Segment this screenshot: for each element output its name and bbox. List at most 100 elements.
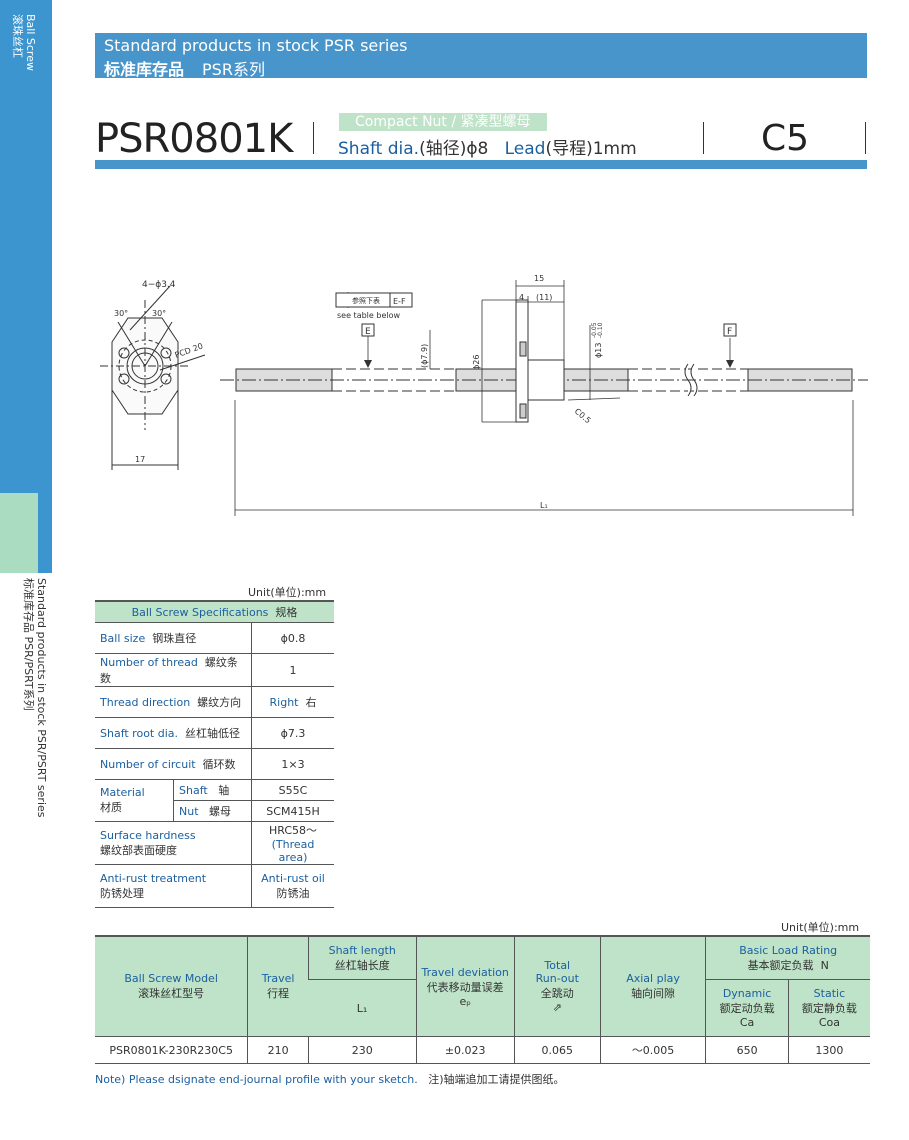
header-travel-cn: 行程 <box>267 987 290 1000</box>
screw-shaft <box>220 363 868 397</box>
header-runout-cn: 全跳动 <box>540 987 574 1000</box>
cell-deviation: ±0.023 <box>415 1036 515 1064</box>
header-dev-cn: 代表移动量误差 <box>426 980 504 994</box>
material-label-cn: 材质 <box>100 801 122 814</box>
spec-header-cn: 规格 <box>275 606 298 619</box>
material-nut-en: Nut <box>179 805 199 818</box>
sidebar-series-cn: 标准库存品 PSR/PSRT系列 <box>22 578 35 711</box>
dim-15: 15 <box>534 274 544 283</box>
hardness-value-2: (Thread area) <box>271 838 315 864</box>
hardness-label-cn: 螺纹部表面硬度 <box>100 843 177 857</box>
header-l1: L₁ <box>308 979 417 1037</box>
header-shaft-length-en: Shaft length <box>328 943 396 957</box>
see-table-label: see table below <box>337 311 400 320</box>
material-shaft-value: S55C <box>251 779 334 801</box>
header-stat-cn: 额定静负载 <box>801 1002 857 1015</box>
table-row: Ball size 钢珠直径 ϕ0.8 <box>95 622 334 654</box>
header-axial-en: Axial play <box>626 972 680 985</box>
marker-e-box <box>361 323 375 337</box>
runout-icon: ⇗ <box>552 1001 562 1014</box>
header-model-cn: 滚珠丝杠型号 <box>138 987 205 1000</box>
tol-upper: -0.05 <box>591 322 598 338</box>
header-model-en: Ball Screw Model <box>124 972 218 985</box>
material-nut-cn: 螺母 <box>209 805 232 818</box>
shaft-cn: (轴径) <box>419 139 467 159</box>
sidebar-green-band <box>0 493 38 573</box>
spec-label-cn: 循环数 <box>202 758 236 771</box>
marker-e-arrow <box>364 360 372 368</box>
spec-label: Thread direction 螺纹方向 <box>95 686 252 718</box>
table-row: Nut 螺母 SCM415H <box>95 800 334 822</box>
header-dyn-en: Dynamic <box>722 987 772 1000</box>
reference-label: 参照下表 <box>352 296 380 305</box>
dim-11: (11) <box>536 293 552 302</box>
header-stat-en: Static <box>813 987 846 1000</box>
dia-26-label: ϕ26 <box>472 355 481 370</box>
hole-label: 4−ϕ3.4 <box>142 280 176 290</box>
dia-13-label: ϕ13 <box>594 343 603 358</box>
marker-e: E <box>365 327 371 337</box>
lead-value: 1mm <box>592 139 637 159</box>
lead-cn: (导程) <box>545 139 593 159</box>
table-row: PSR0801K-230R230C5 210 230 ±0.023 0.065 … <box>95 1036 870 1064</box>
marker-f-arrow <box>726 360 734 368</box>
shaft-value: ϕ8 <box>466 139 489 159</box>
spec-unit: Unit(单位):mm <box>248 586 327 599</box>
spec-value: ϕ7.3 <box>251 717 334 749</box>
divider <box>313 122 314 154</box>
marker-f-box <box>723 323 737 337</box>
spec-table: Ball Screw Specifications 规格 Ball size 钢… <box>95 600 334 908</box>
spec-label: Number of circuit 循环数 <box>95 748 252 780</box>
header-stat-sym: Coa <box>818 1016 840 1029</box>
table-row: Number of circuit 循环数 1×3 <box>95 748 334 780</box>
spec-label-cn: 钢珠直径 <box>152 632 197 645</box>
cell-model: PSR0801K-230R230C5 <box>95 1036 248 1064</box>
shaft-lead-line: Shaft dia.(轴径)ϕ8 Lead(导程)1mm <box>338 134 637 159</box>
sidebar-series: Standard products in stock PSR/PSRT seri… <box>22 578 48 818</box>
table-row: Shaft root dia. 丝杠轴低径 ϕ7.3 <box>95 717 334 749</box>
dia-79-label: (ϕ7.9) <box>420 344 429 368</box>
spec-label-en: Ball size <box>100 632 146 645</box>
sidebar-blue-band <box>0 0 38 493</box>
dimension-lines <box>234 280 854 516</box>
header-load-cn: 基本额定负载 <box>747 958 814 972</box>
cell-static-load: 1300 <box>787 1036 870 1064</box>
marker-f: F <box>727 327 732 337</box>
shaft-label: Shaft dia. <box>338 139 420 159</box>
spec-label: Ball size 钢珠直径 <box>95 622 252 654</box>
header-axial-cn: 轴向间隙 <box>631 987 676 1000</box>
angle-right: 30° <box>152 309 166 318</box>
header-runout: Total Run-out 全跳动⇗ <box>513 935 601 1037</box>
spec-value: Right 右 <box>251 686 334 718</box>
header-series: PSR系列 <box>202 60 265 79</box>
chamfer-label: C0.5 <box>573 407 593 426</box>
spec-label-en: Shaft root dia. <box>100 727 179 740</box>
flange-end-view <box>100 285 206 470</box>
sidebar: Ball Screw 滚珠丝杠 Standard products in sto… <box>0 0 52 1140</box>
material-shaft-cn: 轴 <box>218 784 230 797</box>
header-runout-en: Total Run-out <box>535 959 579 985</box>
spec-label-en: Number of circuit <box>100 758 196 771</box>
spec-value: 1 <box>251 653 334 687</box>
lead-label: Lead <box>504 139 546 159</box>
spec-value: ϕ0.8 <box>251 622 334 654</box>
divider <box>703 122 704 154</box>
cell-axial-play: ～0.005 <box>599 1036 706 1064</box>
spec-header-en: Ball Screw Specifications <box>131 606 269 619</box>
material-shaft-en: Shaft <box>179 784 208 797</box>
table-row: Thread direction 螺纹方向 Right 右 <box>95 686 334 718</box>
spec-label: Shaft root dia. 丝杠轴低径 <box>95 717 252 749</box>
cell-l1: 230 <box>307 1036 417 1064</box>
header-load-en: Basic Load Rating <box>739 943 838 957</box>
header-title-en: Standard products in stock PSR series <box>104 36 408 55</box>
table-row: Number of thread 螺纹条数 1 <box>95 653 334 687</box>
sidebar-title-cn: 滚珠丝杠 <box>11 14 24 58</box>
